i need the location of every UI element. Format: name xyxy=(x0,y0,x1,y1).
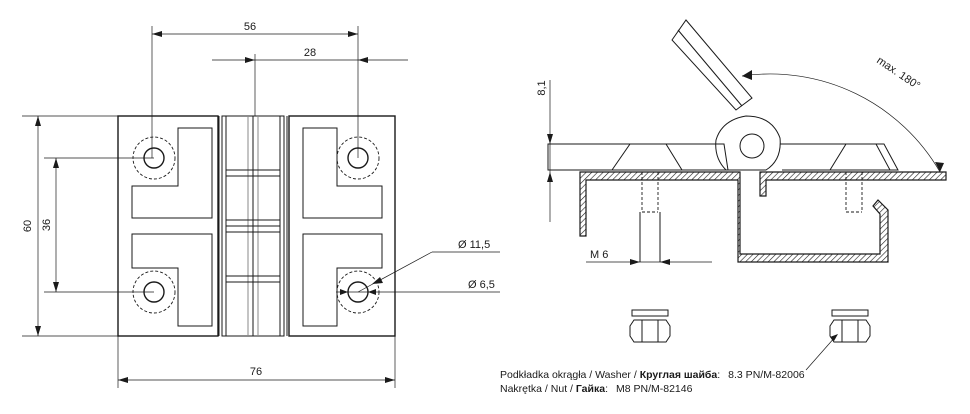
dim-counterbore-label: Ø 11,5 xyxy=(458,239,490,251)
washer-nut-right xyxy=(829,309,871,343)
dim-36-label: 36 xyxy=(41,219,53,231)
washer-note: Podkładka okrągła / Washer / Круглая шай… xyxy=(500,369,805,381)
side-view: max. 180° 8,1 M 6 xyxy=(536,19,947,371)
dim-56-label: 56 xyxy=(244,21,256,33)
washer-note-sep: : xyxy=(717,369,720,381)
knuckle xyxy=(218,115,288,337)
open-leaf xyxy=(671,19,753,111)
screws xyxy=(639,172,863,262)
left-leaf xyxy=(117,115,219,337)
nut-note-std: M8 PN/M-82146 xyxy=(616,383,693,395)
washer-note-ru: Круглая шайба xyxy=(640,369,718,381)
dimension-60: 60 xyxy=(22,115,118,337)
nut-note: Nakrętka / Nut / Гайка: M8 PN/M-82146 xyxy=(500,383,693,395)
dimension-76: 76 xyxy=(117,336,396,388)
rotation-arc: max. 180° xyxy=(741,55,944,173)
dimension-56: 56 xyxy=(151,21,359,158)
front-view: 56 28 60 36 xyxy=(22,21,500,388)
dim-hole-label: Ø 6,5 xyxy=(468,279,495,291)
dimension-hole-diameter: Ø 6,5 xyxy=(336,279,500,295)
closed-leaf xyxy=(547,143,899,171)
dimension-leaf-thickness: 8,1 xyxy=(536,80,553,222)
nut-note-sep: : xyxy=(605,383,608,395)
dim-thickness-label: 8,1 xyxy=(536,80,548,95)
left-leaf-pockets xyxy=(131,127,213,327)
dim-28-label: 28 xyxy=(304,47,316,59)
washer-nut-left xyxy=(629,309,671,343)
right-leaf xyxy=(288,115,396,337)
nut-note-pl: Nakrętka / Nut / xyxy=(500,383,576,395)
side-knuckle xyxy=(715,115,781,171)
dim-60-label: 60 xyxy=(22,220,34,232)
parts-notes: Podkładka okrągła / Washer / Круглая шай… xyxy=(500,369,805,395)
dimension-thread: M 6 xyxy=(586,249,712,265)
dim-thread-label: M 6 xyxy=(590,249,608,261)
washer-note-pl: Podkładka okrągła / Washer / xyxy=(500,369,640,381)
washer-note-std: 8.3 PN/M-82006 xyxy=(728,369,805,381)
mounting-plate-section xyxy=(579,171,947,263)
dimension-28: 28 xyxy=(212,47,408,116)
nut-note-ru: Гайка xyxy=(576,383,605,395)
nut-leader xyxy=(805,334,838,371)
dimension-36: 36 xyxy=(41,157,154,293)
dimension-counterbore-diameter: Ø 11,5 xyxy=(357,239,500,293)
dim-76-label: 76 xyxy=(250,366,262,378)
mounting-holes xyxy=(132,136,380,314)
right-leaf-pockets xyxy=(302,127,383,327)
rotation-label: max. 180° xyxy=(874,55,922,93)
